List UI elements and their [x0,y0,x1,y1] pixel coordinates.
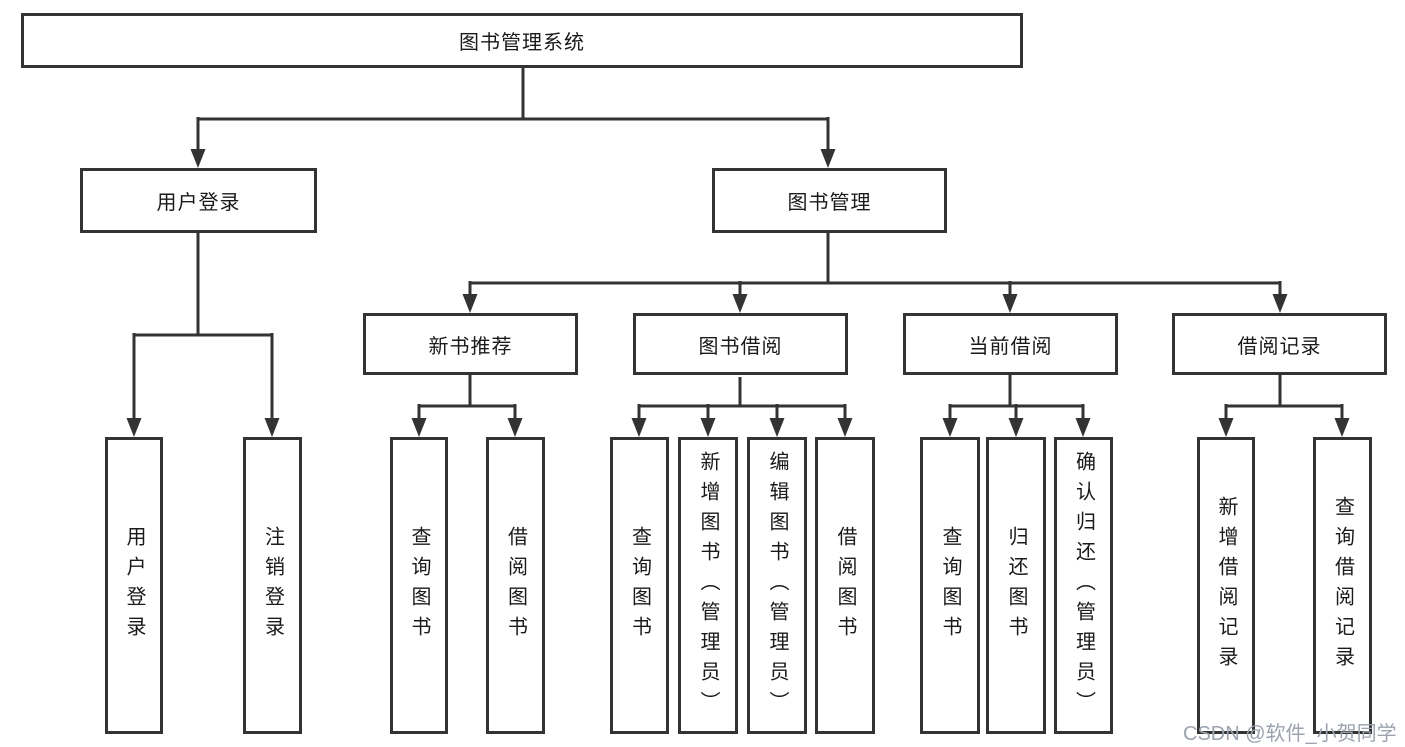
leaf-query-borrow-record: 查询借阅记录 [1313,437,1372,734]
leaf-add-borrow-record: 新增借阅记录 [1197,437,1255,734]
node-book-management: 图书管理 [712,168,947,233]
leaf-query-book-recommend: 查询图书 [390,437,448,734]
leaf-borrow-book-borrowing: 借阅图书 [815,437,875,734]
node-library-management-system: 图书管理系统 [21,13,1023,68]
node-new-book-recommend: 新书推荐 [363,313,578,375]
leaf-logout: 注销登录 [243,437,302,734]
node-user-login: 用户登录 [80,168,317,233]
csdn-watermark: CSDN @软件_小贺同学 [1183,723,1397,745]
node-book-borrowing: 图书借阅 [633,313,848,375]
leaf-query-book-borrowing: 查询图书 [610,437,669,734]
node-current-borrowing: 当前借阅 [903,313,1118,375]
leaf-query-book-current: 查询图书 [920,437,980,734]
leaf-add-book-admin: 新增图书（管理员） [678,437,738,734]
leaf-user-login: 用户登录 [105,437,163,734]
leaf-borrow-book-recommend: 借阅图书 [486,437,545,734]
leaf-confirm-return-admin: 确认归还（管理员） [1054,437,1113,734]
leaf-edit-book-admin: 编辑图书（管理员） [747,437,807,734]
node-borrowing-records: 借阅记录 [1172,313,1387,375]
leaf-return-book: 归还图书 [986,437,1046,734]
